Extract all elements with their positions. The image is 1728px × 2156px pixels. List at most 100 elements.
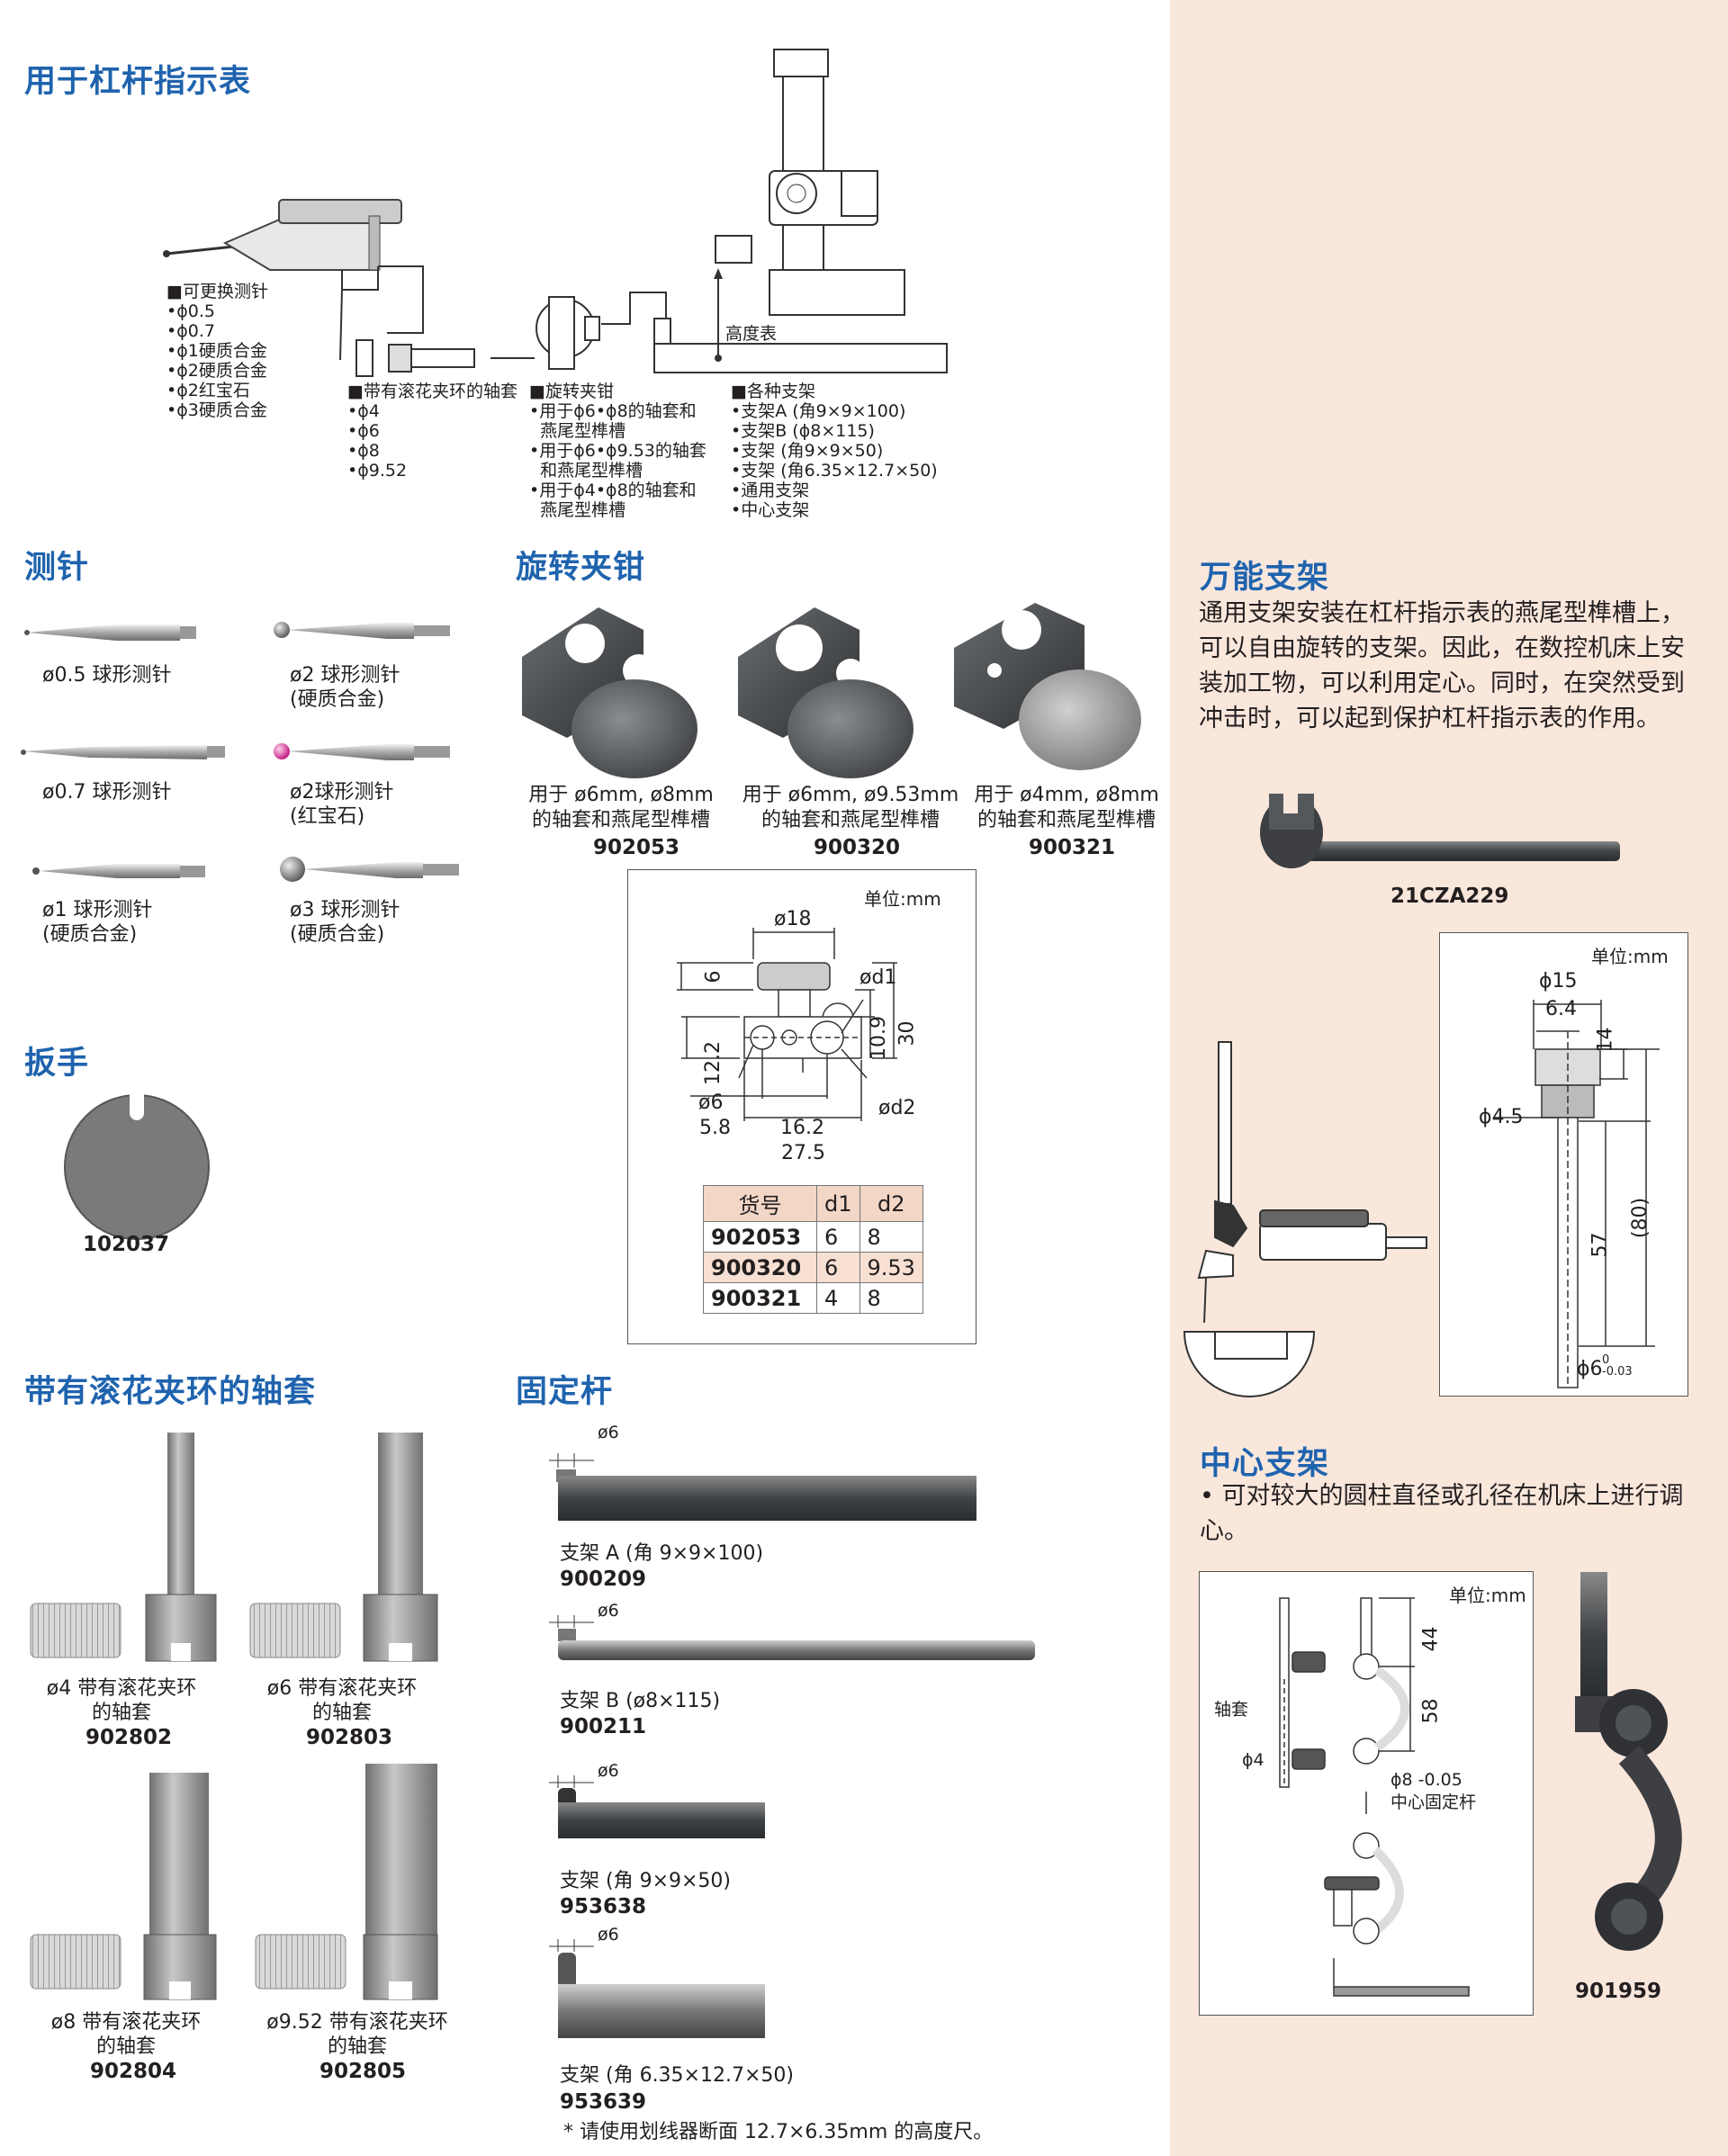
sleeve-9.52 xyxy=(255,1764,438,2000)
table-cell: 4 xyxy=(816,1282,860,1314)
dim-label: 27.5 xyxy=(781,1142,825,1164)
table-cell: 6 xyxy=(816,1252,860,1283)
list-item: •通用支架 xyxy=(731,481,810,500)
clamp-900320 xyxy=(738,607,914,778)
unit-label: 单位:mm xyxy=(864,888,941,910)
stylus-label: ø2 球形测针 xyxy=(290,664,400,687)
sleeve-code: 902803 xyxy=(306,1726,393,1749)
center-code: 901959 xyxy=(1575,1980,1662,2003)
table-header: d2 xyxy=(859,1185,923,1222)
clamp-label: 用于 ø6mm, ø9.53mm xyxy=(742,784,959,806)
clamp-label: 用于 ø6mm, ø8mm xyxy=(528,784,714,806)
rod-label: 支架 (角 6.35×12.7×50) xyxy=(560,2064,794,2087)
list-item: •ϕ2红宝石 xyxy=(166,381,250,400)
dim-label: 6 xyxy=(702,970,725,984)
dim-tolerance: 0 -0.03 xyxy=(1602,1353,1633,1379)
overview-stylus-list: ■可更换测针 •ϕ0.5 •ϕ0.7 •ϕ1硬质合金 •ϕ2硬质合金 •ϕ2红宝… xyxy=(166,282,268,420)
height-gauge-label: 高度表 xyxy=(725,324,778,344)
universal-dimension-drawing xyxy=(1493,1000,1660,1388)
rod-label: 支架 A (角 9×9×100) xyxy=(560,1542,764,1565)
list-item: •支架 (角6.35×12.7×50) xyxy=(731,461,938,481)
center-label-d44: 44 xyxy=(1419,1626,1443,1652)
table-row: 900321 4 8 xyxy=(703,1282,923,1314)
stylus-label: (硬质合金) xyxy=(290,688,385,711)
sleeve-code: 902805 xyxy=(320,2060,407,2083)
rod-label: 支架 B (ø8×115) xyxy=(560,1690,721,1712)
list-item: •ϕ4 xyxy=(347,401,380,421)
clamp-label: 的轴套和燕尾型榫槽 xyxy=(976,809,1156,831)
section-title-wrench: 扳手 xyxy=(24,1046,90,1082)
unit-label: 单位:mm xyxy=(1591,946,1669,967)
list-item: •ϕ1硬质合金 xyxy=(166,341,267,361)
center-label-d58: 58 xyxy=(1419,1698,1443,1724)
clamp-900321 xyxy=(954,603,1141,770)
rod-953638 xyxy=(549,1775,765,1838)
stylus-images xyxy=(21,622,459,882)
clamp-images xyxy=(522,603,1141,778)
table-cell: 900320 xyxy=(703,1252,817,1283)
wrench-image xyxy=(64,1093,210,1240)
rod-note: * 请使用划线器断面 12.7×6.35mm 的高度尺。 xyxy=(563,2121,994,2143)
list-item: 和燕尾型榫槽 xyxy=(529,461,644,481)
universal-description: 通用支架安装在杠杆指示表的燕尾型榫槽上，可以自由旋转的支架。因此，在数控机床上安… xyxy=(1199,599,1685,732)
table-header: d1 xyxy=(816,1185,860,1222)
section-title-swivel-clamp: 旋转夹钳 xyxy=(516,550,646,586)
list-item: ■旋转夹钳 xyxy=(529,382,614,401)
sleeve-label: 的轴套 xyxy=(311,1702,372,1724)
rod-code: 953639 xyxy=(560,2090,647,2114)
stylus-2-ruby xyxy=(274,743,450,760)
list-item: •ϕ0.7 xyxy=(166,321,215,341)
list-item: •用于ϕ6•ϕ9.53的轴套 xyxy=(529,441,706,461)
universal-code: 21CZA229 xyxy=(1390,885,1509,908)
rod-code: 900209 xyxy=(560,1568,647,1591)
list-item: 燕尾型榫槽 xyxy=(529,421,626,441)
list-item: •支架 (角9×9×50) xyxy=(731,441,884,461)
stylus-1-carbide xyxy=(32,864,205,878)
rod-code: 900211 xyxy=(560,1715,647,1738)
list-item: •ϕ9.52 xyxy=(347,461,408,481)
unit-label: 单位:mm xyxy=(1449,1585,1526,1606)
sleeve-label: ø6 带有滚花夹环 xyxy=(266,1677,418,1700)
center-holder-image xyxy=(1575,1572,1682,1951)
table-cell: 900321 xyxy=(703,1282,817,1314)
sleeve-label: ø8 带有滚花夹环 xyxy=(50,2011,202,2034)
lever-indicator-illustration xyxy=(163,199,402,271)
rod-dim: ø6 xyxy=(598,1423,619,1442)
table-cell: 8 xyxy=(859,1221,923,1253)
sleeve-label: ø9.52 带有滚花夹环 xyxy=(266,2011,448,2034)
center-label-d4: ϕ4 xyxy=(1242,1750,1264,1770)
list-item: 燕尾型榫槽 xyxy=(529,500,626,520)
center-label-fix-rod: 中心固定杆 xyxy=(1390,1792,1477,1812)
dim-label: ϕ15 xyxy=(1539,970,1578,993)
rod-dim: ø6 xyxy=(598,1761,619,1781)
list-item: •支架A (角9×9×100) xyxy=(731,401,906,421)
list-item: •ϕ8 xyxy=(347,441,380,461)
rod-900211 xyxy=(549,1615,1035,1660)
stylus-label: ø1 球形测针 xyxy=(42,899,153,921)
list-item: •ϕ6 xyxy=(347,421,380,441)
dim-label: ø18 xyxy=(774,908,812,930)
rod-images xyxy=(549,1453,1035,2038)
clamp-code: 902053 xyxy=(593,836,680,859)
list-item: •ϕ2硬质合金 xyxy=(166,361,267,381)
stylus-2-carbide xyxy=(274,622,450,639)
universal-holder-image xyxy=(1260,794,1620,868)
table-cell: 6 xyxy=(816,1221,860,1253)
list-item: •支架B (ϕ8×115) xyxy=(731,421,875,441)
clamp-902053 xyxy=(522,607,698,778)
universal-usage-drawing xyxy=(1183,1041,1427,1397)
list-item: ■各种支架 xyxy=(731,382,815,401)
clamp-label: 的轴套和燕尾型榫槽 xyxy=(531,809,710,831)
dim-label: ød2 xyxy=(878,1097,916,1119)
overview-sleeve-list: ■带有滚花夹环的轴套 •ϕ4 •ϕ6 •ϕ8 •ϕ9.52 xyxy=(347,382,518,481)
stylus-label: (硬质合金) xyxy=(290,923,385,946)
center-label-d8: ϕ8 -0.05 xyxy=(1390,1770,1462,1790)
wrench-code: 102037 xyxy=(83,1233,170,1256)
list-item: •中心支架 xyxy=(731,500,810,520)
clamp-code: 900320 xyxy=(814,836,901,859)
clamp-dimension-drawing xyxy=(677,928,897,1121)
rod-dim: ø6 xyxy=(598,1601,619,1621)
dim-label: (80) xyxy=(1629,1197,1652,1239)
stylus-label: ø0.5 球形测针 xyxy=(42,664,172,687)
section-title-universal-holder: 万能支架 xyxy=(1200,560,1330,596)
